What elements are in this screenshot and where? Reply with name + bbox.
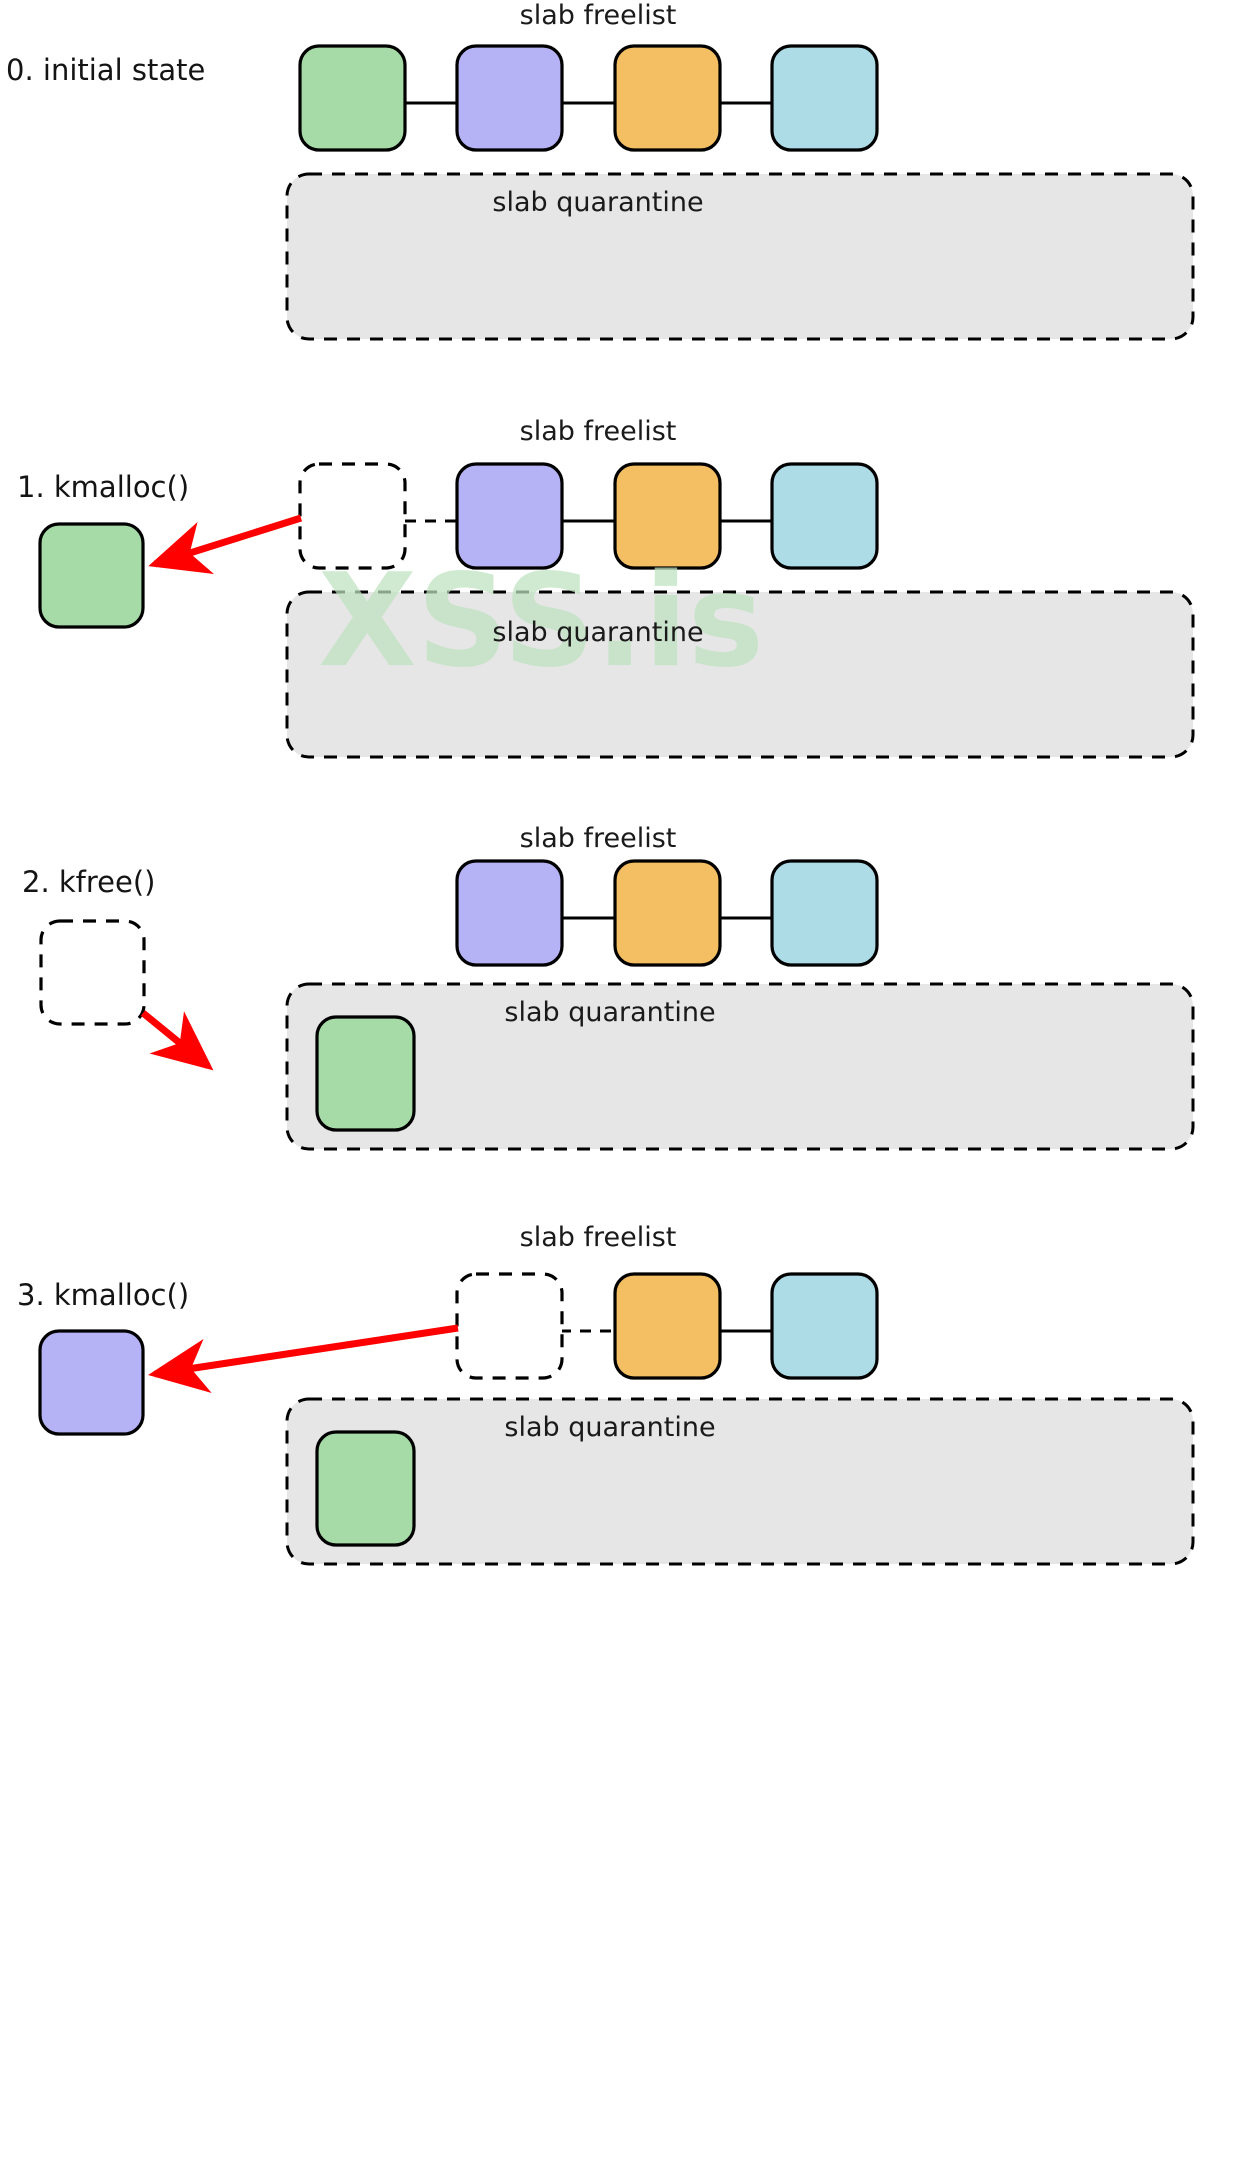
allocated-purple-chunk[interactable] <box>38 1329 145 1436</box>
quarantine-title: slab quarantine <box>504 997 715 1028</box>
freelist-slot-orange-chunk[interactable] <box>613 44 722 152</box>
freelist-title: slab freelist <box>520 1222 677 1253</box>
quarantined-green-chunk[interactable] <box>315 1430 416 1547</box>
section-step-3: slab freelist 3. kmalloc() slab quaranti… <box>17 1222 1195 1566</box>
freelist-slot-orange-chunk[interactable] <box>613 1272 722 1380</box>
step-label: 0. initial state <box>6 53 205 87</box>
freelist-slot-purple-chunk[interactable] <box>455 859 564 967</box>
quarantined-green-chunk[interactable] <box>315 1015 416 1132</box>
freed-chunk-outline[interactable] <box>39 919 146 1026</box>
kmalloc-arrow <box>148 1324 459 1394</box>
freelist-slot-blue-chunk[interactable] <box>770 859 879 967</box>
section-step-1: slab freelist 1. kmalloc() XSS.is slab q… <box>17 416 1195 759</box>
freelist-title: slab freelist <box>520 416 677 447</box>
freelist-title: slab freelist <box>520 823 677 854</box>
quarantine-region[interactable] <box>285 590 1195 759</box>
step-label: 3. kmalloc() <box>17 1278 189 1312</box>
freelist-slot-blue-chunk[interactable] <box>770 1272 879 1380</box>
freelist-slot-empty-slot[interactable] <box>298 462 407 570</box>
step-label: 1. kmalloc() <box>17 470 189 504</box>
quarantine-title: slab quarantine <box>492 617 703 648</box>
freelist-slot-green-chunk[interactable] <box>298 44 407 152</box>
freelist-slot-orange-chunk[interactable] <box>613 462 722 570</box>
freelist-slot-blue-chunk[interactable] <box>770 44 879 152</box>
freelist-slot-empty-slot[interactable] <box>455 1272 564 1380</box>
watermark: XSS.is <box>318 547 764 696</box>
quarantine-title: slab quarantine <box>492 187 703 218</box>
freelist-slot-purple-chunk[interactable] <box>455 44 564 152</box>
quarantine-region[interactable] <box>285 982 1195 1151</box>
freelist-slot-orange-chunk[interactable] <box>613 859 722 967</box>
freelist-title: slab freelist <box>520 0 677 31</box>
section-step-0: slab freelist 0. initial state slab quar… <box>6 0 1195 341</box>
quarantine-region[interactable] <box>285 1397 1195 1566</box>
quarantine-title: slab quarantine <box>504 1412 715 1443</box>
kfree-arrow <box>140 1010 214 1071</box>
freelist-slot-purple-chunk[interactable] <box>455 462 564 570</box>
freelist-slot-blue-chunk[interactable] <box>770 462 879 570</box>
section-step-2: slab freelist 2. kfree() slab quarantine <box>22 823 1195 1151</box>
step-label: 2. kfree() <box>22 865 156 899</box>
quarantine-region[interactable] <box>285 172 1195 341</box>
allocated-green-chunk[interactable] <box>38 522 145 629</box>
kmalloc-arrow <box>148 514 303 575</box>
